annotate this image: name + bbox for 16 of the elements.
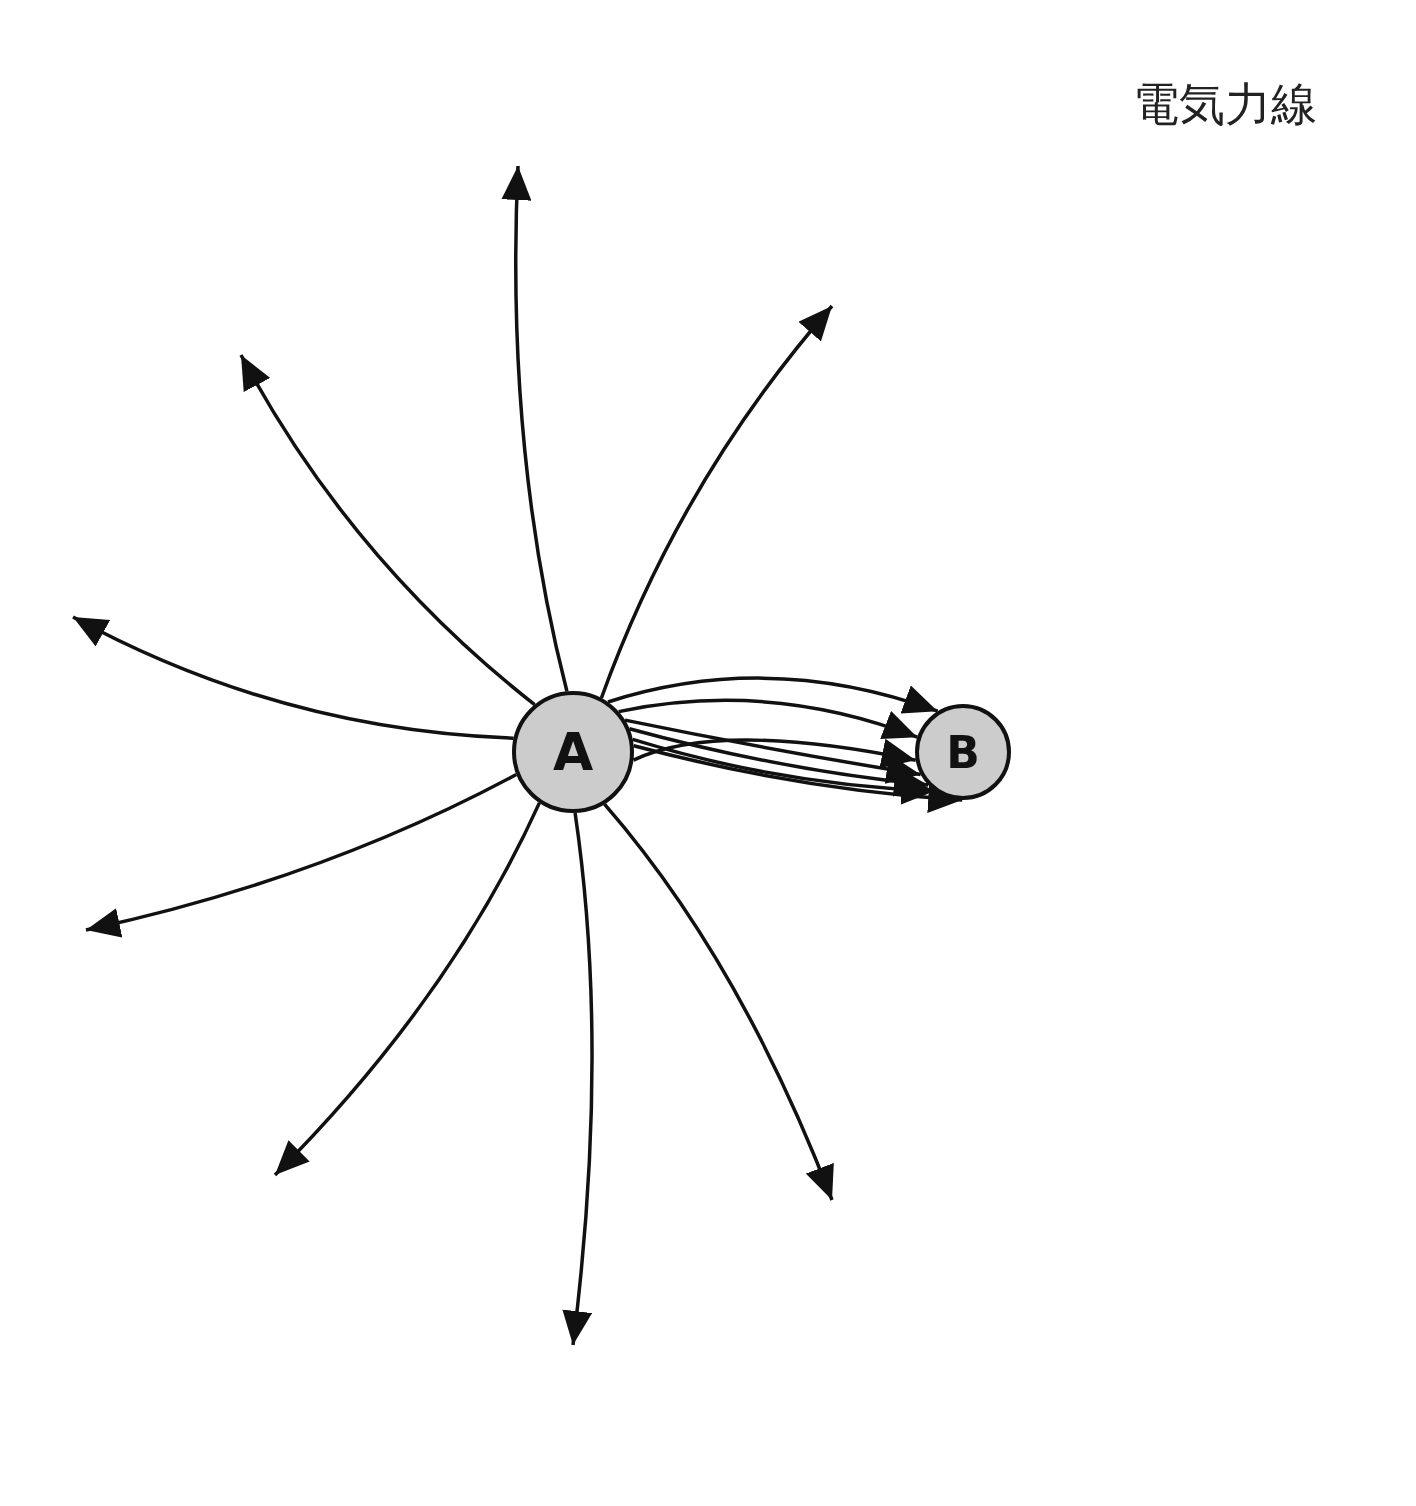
charge-circle: A	[512, 691, 634, 813]
field-line-arrow	[85, 772, 518, 938]
field-line-arrow	[273, 802, 541, 1177]
field-line-arrow	[599, 304, 834, 699]
field-line-arrow	[501, 165, 569, 692]
field-line-arrow	[632, 738, 917, 769]
field-line-arrow	[603, 803, 834, 1201]
field-line-arrow	[239, 354, 536, 706]
field-line-arrow	[624, 718, 921, 784]
title: 電気力線	[1133, 76, 1317, 133]
field-line-arrow	[562, 812, 594, 1346]
charge-circle: B	[915, 704, 1011, 800]
field-line-arrow	[633, 744, 963, 813]
field-line-arrow	[72, 615, 514, 740]
field-line-arrow	[607, 676, 939, 715]
field-line-arrow	[618, 698, 918, 740]
